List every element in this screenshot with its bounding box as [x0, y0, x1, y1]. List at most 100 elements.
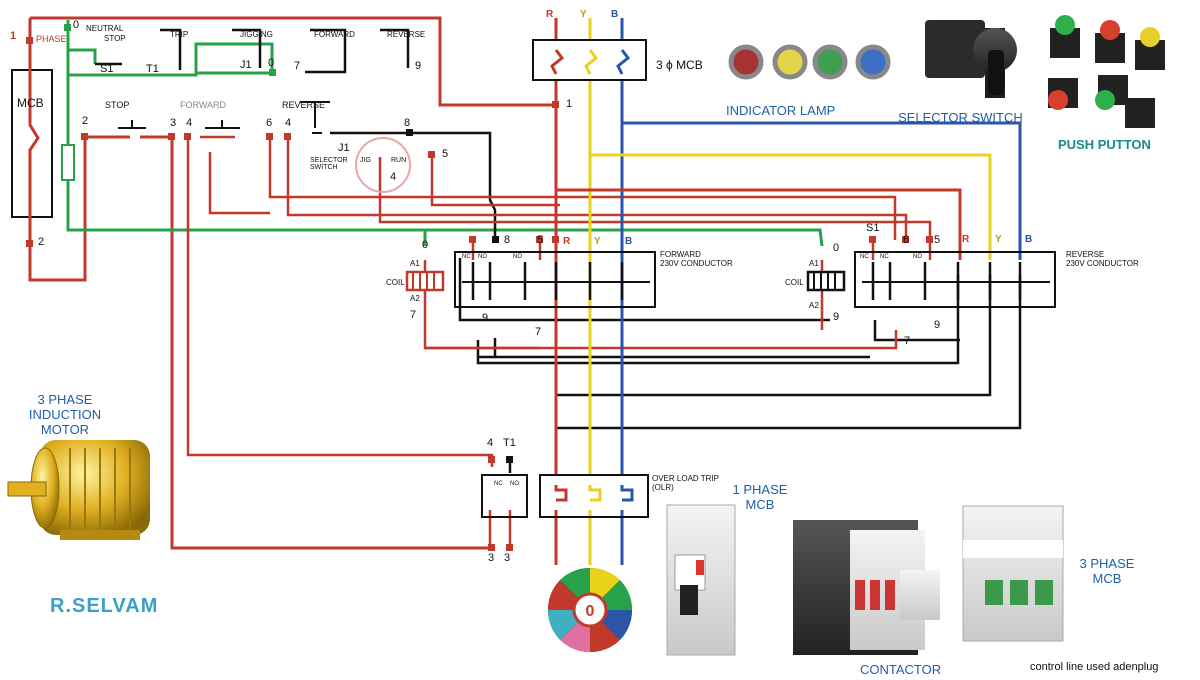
label-three-phase-mcb: 3 PHASE MCB	[1079, 556, 1135, 586]
label-stop-top: STOP	[104, 34, 126, 43]
label-f-5: 5	[537, 234, 544, 246]
indicator-lamps	[728, 44, 891, 80]
label-olr-nc: NC	[494, 481, 503, 487]
label-f-r: R	[563, 236, 571, 247]
label-0-jig: 0	[268, 57, 275, 69]
label-j1-top: J1	[240, 59, 252, 71]
label-mcb-out-1: 1	[566, 98, 573, 110]
label-f-y: Y	[594, 236, 601, 247]
push-button-photos	[1048, 15, 1165, 128]
label-olr-t1: T1	[503, 437, 516, 449]
label-j1: J1	[338, 142, 350, 154]
label-f-7: 7	[410, 309, 417, 321]
label-r-0: 0	[833, 242, 840, 254]
label-trip: TRIP	[170, 30, 189, 39]
phase-wire	[28, 16, 556, 550]
label-r-coil: COIL	[785, 278, 804, 287]
label-num-2: 2	[82, 115, 89, 127]
selector-switch-symbol	[355, 137, 411, 193]
label-jigging: JIGGING	[240, 30, 273, 39]
label-r-no: NO	[913, 254, 922, 260]
control-red-wiring	[186, 135, 932, 548]
olr-aux-box	[481, 474, 528, 518]
label-r-9b: 9	[934, 319, 941, 331]
label-forward-contactor: FORWARD 230V CONDUCTOR	[660, 250, 733, 268]
label-y-top: Y	[580, 9, 587, 20]
footer-note: control line used adenplug	[1030, 661, 1159, 673]
label-run: RUN	[391, 157, 407, 164]
label-num-2-left: 2	[38, 236, 45, 248]
one-phase-mcb-photo	[666, 504, 736, 656]
main-mcb	[11, 69, 53, 218]
label-f-nc: NC	[462, 254, 471, 260]
label-f-no2: NO	[513, 254, 522, 260]
selector-switch-photo	[925, 20, 1017, 98]
label-f-a1: A1	[410, 259, 420, 268]
label-r-5: 5	[934, 234, 941, 246]
label-sel-5: 5	[442, 148, 449, 160]
label-3phase-mcb-top: 3 ϕ MCB	[656, 58, 703, 72]
label-olr-3a: 3	[488, 552, 495, 564]
label-neutral: NEUTRAL	[86, 24, 124, 33]
label-reverse-contactor: REVERSE 230V CONDUCTOR	[1066, 250, 1139, 268]
label-7-top: 7	[294, 60, 301, 72]
label-r-a2: A2	[809, 301, 819, 310]
label-motor: 3 PHASE INDUCTION MOTOR	[28, 392, 102, 437]
label-olr-no: NO	[510, 481, 519, 487]
label-overload-trip: OVER LOAD TRIP (OLR)	[652, 474, 719, 492]
label-r-nc2: NC	[880, 254, 889, 260]
label-stop: STOP	[105, 100, 130, 110]
label-reverse-top: REVERSE	[387, 30, 426, 39]
label-f-coil: COIL	[386, 278, 405, 287]
label-r-7: 7	[904, 335, 911, 347]
label-contactor: CONTACTOR	[860, 662, 942, 677]
label-olr-3b: 3	[504, 552, 511, 564]
label-t1-top: T1	[146, 63, 159, 75]
label-num-8: 8	[404, 117, 411, 129]
label-f-a2: A2	[410, 294, 420, 303]
label-r-y: Y	[995, 234, 1002, 245]
label-reverse: REVERSE	[282, 100, 326, 110]
label-r-r: R	[962, 234, 970, 245]
label-neutral-num: 0	[73, 19, 80, 31]
label-mcb-left: MCB	[17, 96, 44, 110]
label-num-4: 4	[186, 117, 193, 129]
label-phase-num: 1	[10, 30, 17, 42]
label-push-button: PUSH PUTTON	[1058, 137, 1151, 152]
label-b-top: B	[611, 9, 619, 20]
label-f-no1: NO	[478, 254, 487, 260]
induction-motor	[7, 440, 150, 540]
control-wiring	[95, 28, 1022, 473]
label-jig: JIG	[360, 157, 371, 164]
contactor-photo	[793, 520, 940, 655]
reverse-contactor-box	[854, 251, 1056, 308]
olr-main-box	[539, 474, 649, 518]
svg-text:0: 0	[586, 603, 595, 620]
label-forward: FORWARD	[180, 100, 226, 110]
label-f-b: B	[625, 236, 633, 247]
label-r-6: 6	[903, 234, 910, 246]
label-r-nc1: NC	[860, 254, 869, 260]
label-num-6: 6	[266, 117, 273, 129]
motor-symbol-wheel: 0	[547, 567, 633, 653]
label-num-4b: 4	[285, 117, 292, 129]
three-phase-mcb-photo	[962, 505, 1064, 642]
neutral-wire	[66, 20, 824, 247]
label-f-9: 9	[482, 312, 489, 324]
label-one-phase-mcb: 1 PHASE MCB	[732, 482, 788, 512]
label-phase: PHASE	[36, 34, 67, 44]
label-s1-top: S1	[100, 63, 114, 75]
label-num-3: 3	[170, 117, 177, 129]
label-f-0: 0	[422, 239, 429, 251]
label-r-b: B	[1025, 234, 1033, 245]
label-f-8: 8	[504, 234, 511, 246]
label-f-7b: 7	[535, 326, 542, 338]
label-r-s1: S1	[866, 222, 880, 234]
author-signature: R.SELVAM	[50, 595, 159, 617]
label-r-a1: A1	[809, 259, 819, 268]
forward-contactor-box	[454, 251, 656, 308]
label-selector-switch: SELECTOR SWITCH	[898, 110, 1023, 125]
label-selector-switch-small: SELECTOR SWITCH	[310, 157, 348, 171]
label-indicator-lamp: INDICATOR LAMP	[726, 103, 836, 118]
